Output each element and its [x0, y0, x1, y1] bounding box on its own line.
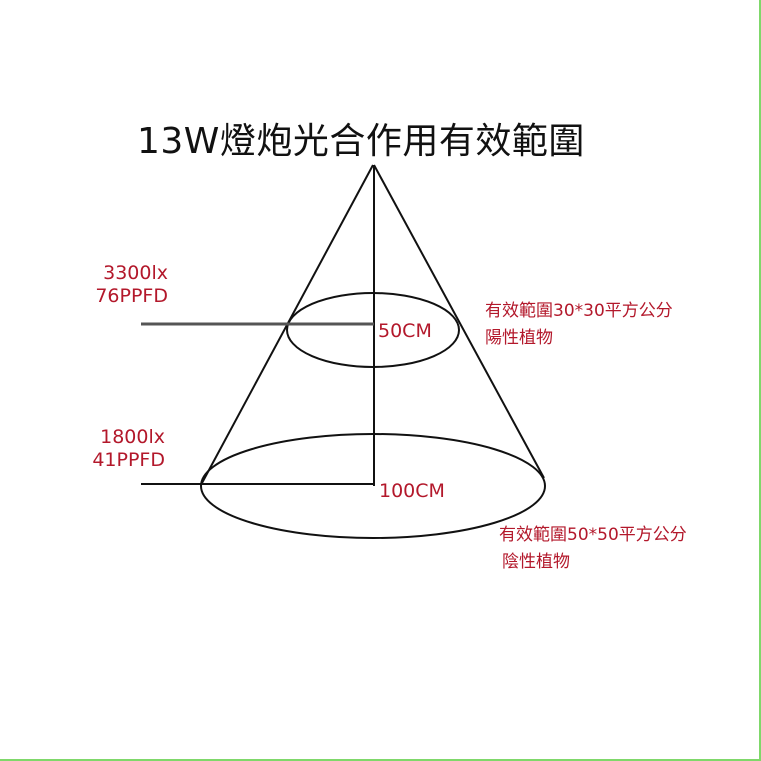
- lux-value: 1800lx: [100, 426, 165, 448]
- cone-right-edge: [373, 164, 545, 479]
- lux-100cm-label: 1800lx 41PPFD: [82, 426, 165, 472]
- lux-value: 3300lx: [103, 262, 168, 284]
- coverage-ellipse-100cm: [200, 433, 546, 539]
- lux-50cm-label: 3300lx 76PPFD: [88, 262, 168, 308]
- ppfd-value: 76PPFD: [95, 285, 168, 307]
- range-info-100cm: 有效範圍50*50平方公分 陰性植物: [499, 522, 687, 576]
- range-text: 有效範圍50*50平方公分: [499, 525, 687, 545]
- plant-type-text: 陰性植物: [502, 552, 570, 572]
- distance-label-100cm: 100CM: [379, 480, 445, 502]
- ppfd-value: 41PPFD: [92, 449, 165, 471]
- range-info-50cm: 有效範圍30*30平方公分 陽性植物: [485, 298, 673, 352]
- plant-type-text: 陽性植物: [485, 328, 553, 348]
- coverage-ellipse-50cm: [286, 292, 460, 368]
- diagram-title: 13W燈炮光合作用有效範圍: [137, 121, 585, 162]
- distance-label-50cm: 50CM: [378, 320, 432, 342]
- range-text: 有效範圍30*30平方公分: [485, 301, 673, 321]
